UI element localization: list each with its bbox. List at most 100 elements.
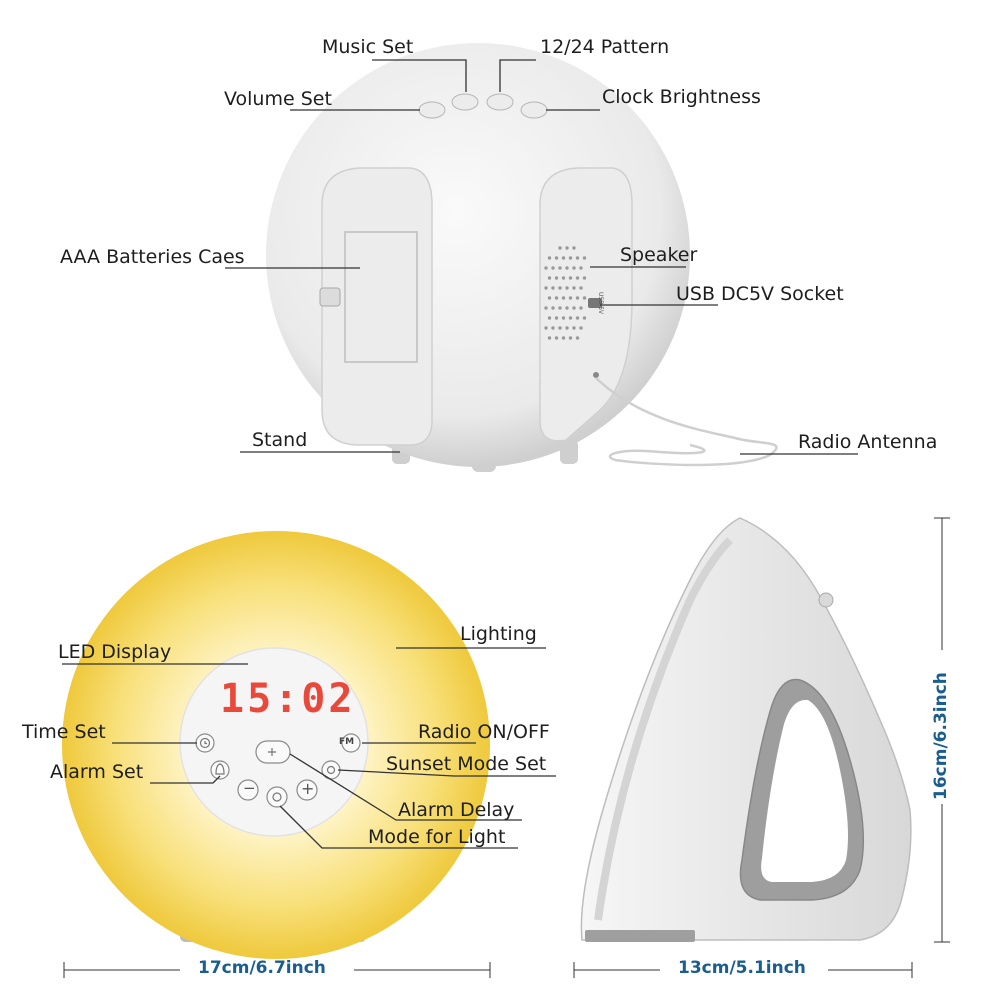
speaker-hole xyxy=(565,266,569,270)
speaker-hole xyxy=(558,266,562,270)
speaker-hole xyxy=(582,296,587,300)
clock-icon-hands xyxy=(204,741,207,745)
speaker-hole xyxy=(547,276,552,280)
speaker-hole xyxy=(547,256,552,260)
minus-icon: − xyxy=(243,779,256,797)
speaker-hole xyxy=(561,276,566,280)
label-music-set: Music Set xyxy=(322,36,414,58)
label-led-display: LED Display xyxy=(58,641,172,663)
fm-button-label: FM xyxy=(339,737,355,747)
dimension-height: 16cm/6.3inch xyxy=(931,672,951,800)
label-batteries-case: AAA Batteries Caes xyxy=(60,246,245,268)
label-alarm-set: Alarm Set xyxy=(50,761,144,783)
label-mode-for-light: Mode for Light xyxy=(368,826,506,848)
clock-icon xyxy=(199,737,211,749)
left-handle xyxy=(321,167,433,446)
speaker-hole xyxy=(575,336,580,340)
plus-button[interactable] xyxy=(296,779,318,801)
speaker-hole xyxy=(572,306,576,310)
usb-port xyxy=(588,298,602,308)
antenna-hole xyxy=(593,372,599,378)
speaker-hole xyxy=(558,306,562,310)
speaker-hole xyxy=(554,316,559,320)
speaker-hole xyxy=(568,336,573,340)
speaker-hole xyxy=(554,336,559,340)
bell-icon xyxy=(215,763,225,775)
light-mode-button[interactable] xyxy=(266,786,288,808)
speaker-grill xyxy=(544,246,587,340)
speaker-hole xyxy=(554,256,559,260)
speaker-hole xyxy=(582,256,587,260)
side-view xyxy=(573,517,950,978)
speaker-hole xyxy=(572,246,576,250)
side-base xyxy=(585,930,695,942)
speaker-hole xyxy=(579,286,583,290)
speaker-hole xyxy=(579,266,583,270)
speaker-hole xyxy=(565,286,569,290)
speaker-hole xyxy=(551,306,555,310)
speaker-hole xyxy=(575,316,580,320)
label-stand: Stand xyxy=(252,429,308,451)
speaker-hole xyxy=(558,326,562,330)
speaker-hole xyxy=(579,306,583,310)
speaker-hole xyxy=(561,316,566,320)
led-time-display: 15:02 xyxy=(220,676,356,722)
radio-button[interactable] xyxy=(341,733,361,753)
battery-latch xyxy=(319,287,341,307)
minus-button[interactable] xyxy=(237,779,259,801)
speaker-hole xyxy=(575,256,580,260)
label-radio-on-off: Radio ON/OFF xyxy=(418,721,550,743)
label-lighting: Lighting xyxy=(460,623,537,645)
back-leader-lines xyxy=(225,59,858,455)
side-top-button xyxy=(818,592,834,608)
snooze-icon xyxy=(268,748,276,756)
speaker-hole xyxy=(572,326,576,330)
label-sunset-mode-set: Sunset Mode Set xyxy=(386,753,547,775)
side-handle-inner xyxy=(761,699,848,882)
speaker-hole xyxy=(575,276,580,280)
speaker-hole xyxy=(551,326,555,330)
label-alarm-delay: Alarm Delay xyxy=(398,799,515,821)
speaker-hole xyxy=(551,286,555,290)
speaker-hole xyxy=(558,246,562,250)
label-volume-set: Volume Set xyxy=(224,88,332,110)
speaker-hole xyxy=(561,336,566,340)
speaker-hole xyxy=(554,276,559,280)
speaker-hole xyxy=(565,246,569,250)
plus-icon: + xyxy=(301,779,315,798)
speaker-hole xyxy=(558,286,562,290)
speaker-hole xyxy=(582,276,587,280)
speaker-hole xyxy=(568,256,573,260)
side-dimensions xyxy=(573,517,950,978)
top-buttons xyxy=(418,93,548,119)
antenna-wire xyxy=(595,377,778,467)
label-usb-socket: USB DC5V Socket xyxy=(676,283,844,305)
speaker-hole xyxy=(572,286,576,290)
label-12-24-pattern: 12/24 Pattern xyxy=(540,36,670,58)
sun-icon xyxy=(272,792,282,802)
speaker-hole xyxy=(544,286,548,290)
label-clock-brightness: Clock Brightness xyxy=(602,86,761,108)
speaker-hole xyxy=(565,326,569,330)
label-radio-antenna: Radio Antenna xyxy=(798,431,938,453)
speaker-hole xyxy=(561,296,566,300)
back-view xyxy=(225,43,858,472)
right-handle xyxy=(539,167,633,442)
front-leader-lines xyxy=(62,647,556,849)
speaker-hole xyxy=(565,306,569,310)
sunset-icon xyxy=(326,765,336,775)
speaker-hole xyxy=(547,336,552,340)
battery-compartment xyxy=(344,231,418,363)
front-width-dimension xyxy=(63,962,491,978)
speaker-hole xyxy=(544,306,548,310)
speaker-hole xyxy=(551,266,555,270)
usb-port-text: USB 5V xyxy=(597,292,604,315)
speaker-hole xyxy=(547,296,552,300)
front-view xyxy=(62,531,556,978)
speaker-hole xyxy=(568,276,573,280)
label-time-set: Time Set xyxy=(22,721,106,743)
speaker-hole xyxy=(547,316,552,320)
speaker-hole xyxy=(572,266,576,270)
